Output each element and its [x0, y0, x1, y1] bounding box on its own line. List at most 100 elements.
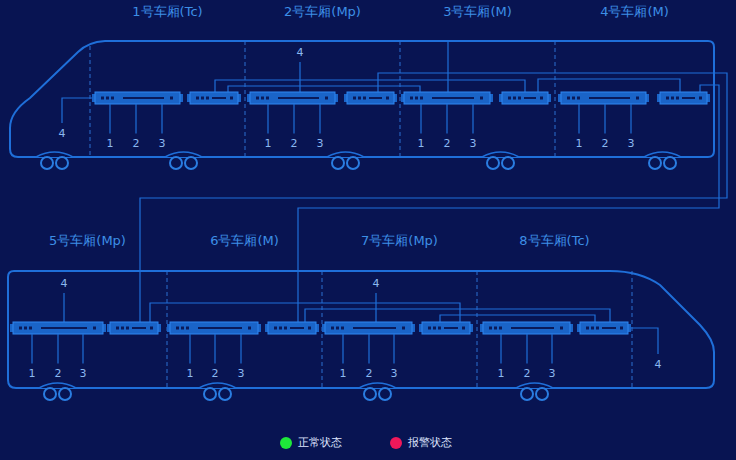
leader-line: [240, 334, 241, 364]
unit-slot: [132, 327, 146, 329]
unit-slot: [369, 97, 382, 99]
unit-led: [266, 97, 269, 100]
unit-slot: [123, 97, 164, 99]
unit-slot: [589, 97, 630, 99]
control-unit: [480, 322, 573, 334]
device-group: [10, 92, 710, 334]
unit-led: [274, 327, 277, 330]
unit-case: [561, 92, 646, 104]
leader-line: [526, 334, 527, 364]
wire: [298, 85, 719, 322]
unit-slot: [353, 327, 396, 329]
callout-number: 3: [628, 137, 635, 150]
callout-number: 2: [291, 137, 298, 150]
callout-number: 1: [498, 367, 505, 380]
unit-led: [116, 327, 119, 330]
unit-led: [586, 327, 589, 330]
unit-led: [420, 97, 423, 100]
callout-number: 2: [133, 137, 140, 150]
unit-led: [513, 97, 516, 100]
callout-number: 3: [549, 367, 556, 380]
unit-led: [256, 97, 259, 100]
leader-line: [109, 104, 110, 134]
unit-case: [660, 92, 707, 104]
car-heading: 3号车厢(M): [440, 4, 515, 20]
unit-led: [341, 327, 344, 330]
leader-line: [299, 62, 300, 92]
car-heading: 2号车厢(Mp): [281, 4, 364, 20]
wheel-well: [199, 383, 236, 388]
network-unit: [419, 322, 473, 334]
network-unit: [499, 92, 551, 104]
leader-line: [82, 334, 83, 364]
unit-led: [150, 327, 153, 330]
unit-led: [518, 97, 521, 100]
callout-number: 1: [29, 367, 36, 380]
unit-led: [196, 97, 199, 100]
unit-led: [480, 97, 483, 100]
callout-number: 4: [373, 277, 380, 290]
leader-line: [293, 104, 294, 134]
unit-case: [110, 322, 158, 334]
leader-line: [63, 293, 64, 322]
callout-number: 3: [238, 367, 245, 380]
unit-case: [190, 92, 238, 104]
unit-case: [95, 92, 180, 104]
car-section: 5号车厢(Mp): [8, 233, 167, 388]
wheel-well: [482, 152, 519, 157]
car-section: 1号车厢(Tc): [90, 4, 245, 157]
car-partition: [477, 271, 478, 388]
unit-led: [325, 97, 328, 100]
unit-case: [483, 322, 570, 334]
wheel: [347, 157, 359, 169]
wire: [305, 309, 610, 322]
callout-number: 3: [80, 367, 87, 380]
unit-case: [404, 92, 490, 104]
unit-slot: [212, 97, 226, 99]
unit-led: [567, 97, 570, 100]
wheel: [170, 157, 182, 169]
unit-led: [410, 97, 413, 100]
unit-led: [402, 327, 405, 330]
car-partition: [555, 41, 556, 157]
leader-line: [604, 104, 605, 134]
unit-led: [126, 327, 129, 330]
callout-number: 2: [524, 367, 531, 380]
unit-slot: [432, 97, 474, 99]
legend-swatch: [390, 437, 402, 449]
unit-led: [284, 327, 287, 330]
unit-led: [308, 327, 311, 330]
unit-led: [676, 97, 679, 100]
unit-led: [230, 97, 233, 100]
unit-led: [462, 327, 465, 330]
unit-led: [489, 327, 492, 330]
unit-led: [666, 97, 669, 100]
unit-led: [121, 327, 124, 330]
car-section: 7号车厢(Mp): [322, 233, 477, 388]
wheel: [364, 388, 376, 400]
train-body-bottom: [8, 271, 714, 388]
callout-number: 3: [159, 137, 166, 150]
network-unit: [187, 92, 241, 104]
unit-led: [428, 327, 431, 330]
wheel-well: [516, 383, 553, 388]
wire: [215, 80, 525, 92]
control-unit: [92, 92, 183, 104]
unit-led: [106, 97, 109, 100]
callout-number: 2: [602, 137, 609, 150]
unit-led: [353, 97, 356, 100]
leader-line: [31, 334, 32, 364]
unit-case: [580, 322, 628, 334]
callout-number: 3: [317, 137, 324, 150]
unit-case: [325, 322, 412, 334]
leader-line: [135, 104, 136, 134]
wheel: [56, 157, 68, 169]
callout-number: 4: [297, 46, 304, 59]
unit-slot: [602, 327, 616, 329]
leader-line: [500, 334, 501, 364]
leader-line: [630, 104, 631, 134]
unit-led: [438, 327, 441, 330]
car-heading: 8号车厢(Tc): [516, 233, 592, 249]
unit-led: [331, 327, 334, 330]
unit-led: [358, 97, 361, 100]
